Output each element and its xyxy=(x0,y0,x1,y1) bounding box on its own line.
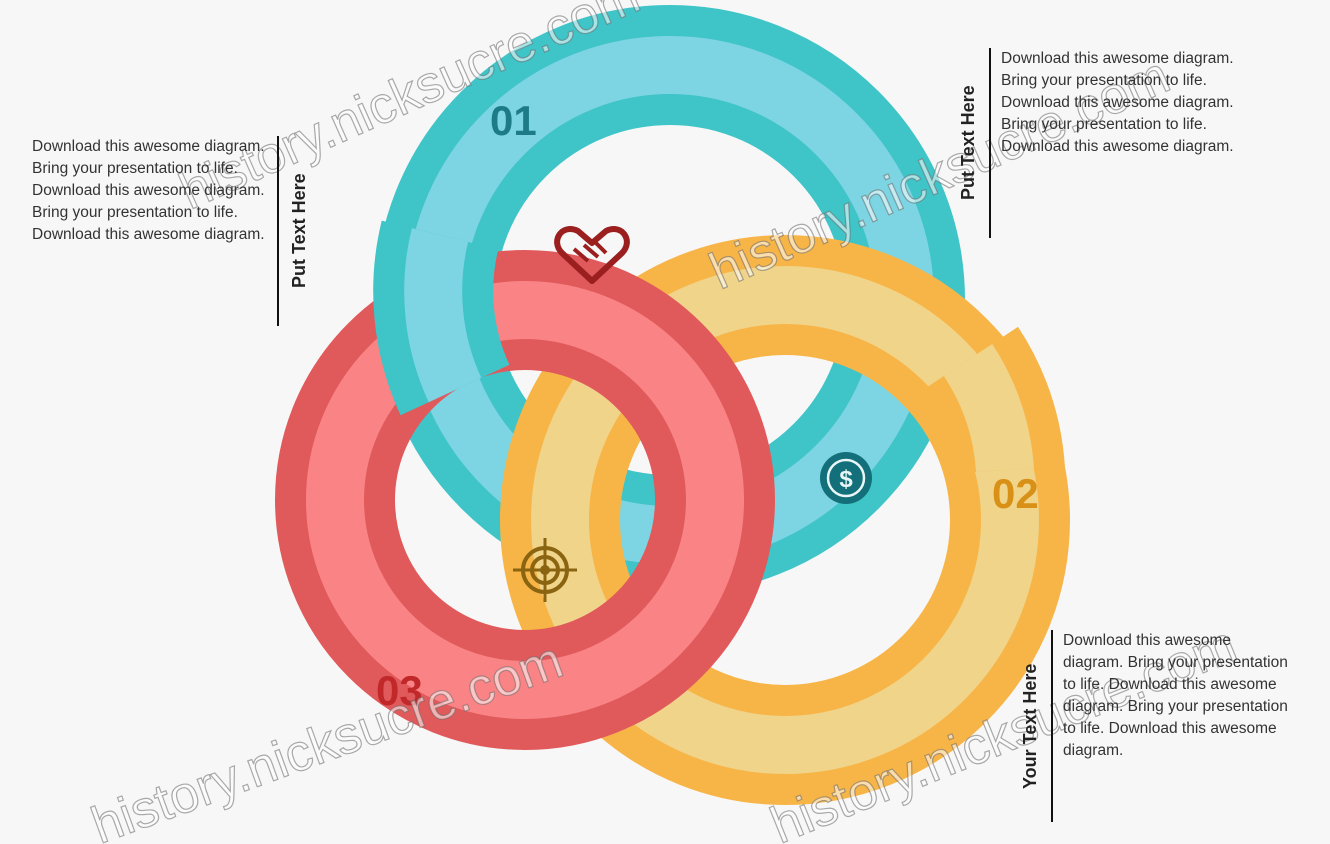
label-01: 01 xyxy=(490,97,537,144)
text-panel-bottom-right: Your Text Here Download this awesome dia… xyxy=(1020,630,1288,822)
text-panel-top-right: Put Text Here Download this awesome diag… xyxy=(958,48,1236,238)
dollar-coin-icon: $ xyxy=(820,452,872,504)
panel-body: Download this awesome diagram. Bring you… xyxy=(1001,48,1236,238)
text-panel-left: Download this awesome diagram. Bring you… xyxy=(32,136,310,326)
panel-body: Download this awesome diagram. Bring you… xyxy=(32,136,267,326)
panel-title: Put Text Here xyxy=(958,48,979,238)
panel-title: Put Text Here xyxy=(289,136,310,326)
panel-divider xyxy=(989,48,991,238)
svg-text:$: $ xyxy=(839,466,853,493)
interlace-teal-over xyxy=(433,235,455,390)
panel-divider xyxy=(1051,630,1053,822)
interlace-orange-over xyxy=(968,360,1005,470)
panel-divider xyxy=(277,136,279,326)
label-02: 02 xyxy=(992,470,1039,517)
panel-body: Download this awesome diagram. Bring you… xyxy=(1063,630,1288,822)
panel-title: Your Text Here xyxy=(1020,630,1041,822)
